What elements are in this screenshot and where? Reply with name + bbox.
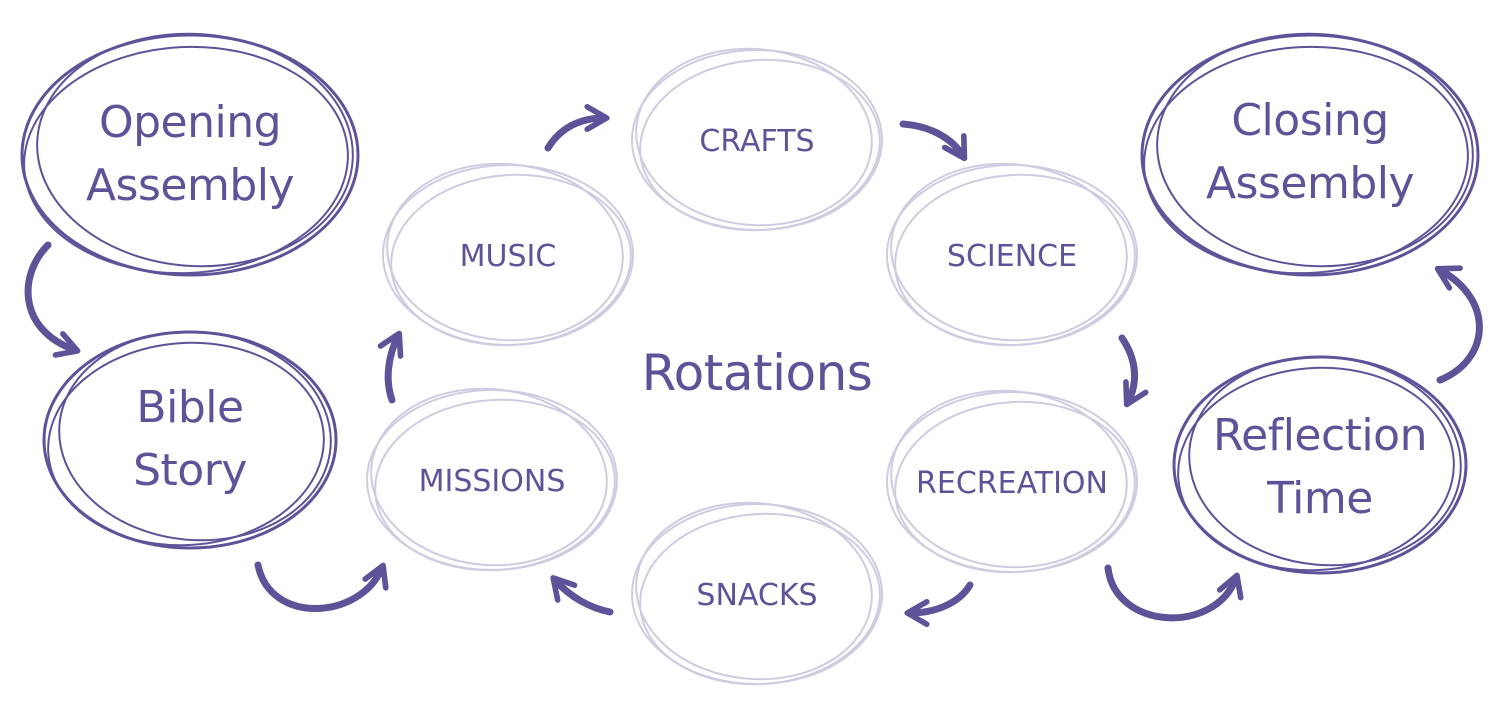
arrow-reflection-to-closing <box>1434 265 1483 384</box>
arrow-missions-to-music <box>377 330 404 404</box>
arrow-crafts-to-science <box>899 120 968 162</box>
node-recreation: RECREATION <box>886 389 1138 574</box>
node-label: RECREATION <box>916 466 1108 501</box>
node-label: MUSIC <box>460 239 557 274</box>
node-label: SCIENCE <box>947 239 1077 274</box>
node-reflection-time: Reflection Time <box>1172 355 1468 575</box>
arrow-opening-to-bible <box>24 241 81 358</box>
arrow-recreation-to-reflection <box>1104 564 1244 622</box>
node-snacks: SNACKS <box>631 501 883 686</box>
node-opening-assembly: Opening Assembly <box>20 32 360 277</box>
node-missions: MISSIONS <box>366 387 618 572</box>
node-music: MUSIC <box>382 162 634 347</box>
node-science: SCIENCE <box>886 162 1138 347</box>
node-label: SNACKS <box>696 578 817 613</box>
arrow-science-to-recreation <box>1118 334 1149 408</box>
arrow-bible-to-missions <box>254 561 389 612</box>
arrow-music-to-crafts <box>544 104 610 152</box>
node-label-line-2: Assembly <box>86 160 294 211</box>
node-label-line-1: Reflection <box>1213 410 1427 461</box>
node-crafts: CRAFTS <box>631 47 883 232</box>
arrow-recreation-to-snacks <box>904 581 974 627</box>
node-label-line-2: Story <box>133 445 247 496</box>
node-label: MISSIONS <box>419 464 566 499</box>
node-label-line-2: Assembly <box>1206 158 1414 209</box>
node-label: CRAFTS <box>699 124 814 159</box>
node-closing-assembly: Closing Assembly <box>1140 32 1480 277</box>
arrow-snacks-to-missions <box>550 575 614 616</box>
node-bible-story: Bible Story <box>42 330 338 550</box>
node-label-line-1: Closing <box>1231 95 1388 146</box>
node-label-line-2: Time <box>1266 473 1373 524</box>
node-label-line-1: Opening <box>99 97 281 148</box>
node-label-line-1: Bible <box>136 382 243 433</box>
center-label: Rotations <box>642 344 873 402</box>
